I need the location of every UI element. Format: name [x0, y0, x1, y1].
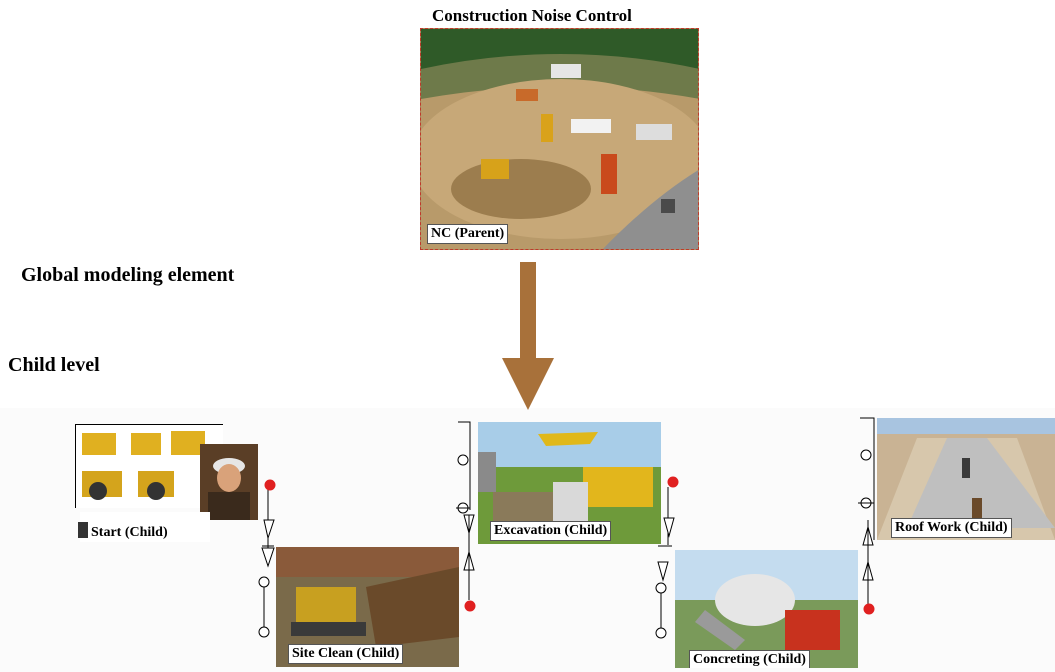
site-clean-photo[interactable]: Site Clean (Child)	[276, 547, 459, 667]
start-photo[interactable]	[75, 424, 223, 508]
child-level-label: Child level	[8, 354, 100, 376]
bulldozer-illustration	[276, 547, 459, 667]
roof-work-photo[interactable]: Roof Work (Child)	[877, 418, 1055, 540]
concrete-mixer-illustration	[675, 550, 858, 668]
equipment-catalog-illustration	[76, 425, 223, 508]
start-small-icon	[78, 522, 88, 538]
start-label-strip	[80, 512, 210, 542]
concreting-photo[interactable]: Concreting (Child)	[675, 550, 858, 668]
parent-photo[interactable]: NC (Parent)	[420, 28, 699, 250]
global-level-label: Global modeling element	[21, 264, 235, 286]
worker-illustration	[200, 444, 258, 520]
concreting-label: Concreting (Child)	[689, 650, 810, 668]
parent-title: Construction Noise Control	[432, 6, 632, 25]
down-arrow-icon	[502, 262, 554, 410]
parent-label: NC (Parent)	[427, 224, 509, 244]
excavation-label: Excavation (Child)	[490, 521, 612, 541]
roof-work-label: Roof Work (Child)	[891, 518, 1012, 538]
worker-photo	[200, 444, 258, 520]
excavation-photo[interactable]: Excavation (Child)	[478, 422, 661, 544]
site-clean-label: Site Clean (Child)	[288, 644, 404, 664]
start-label: Start (Child)	[91, 525, 168, 540]
construction-site-illustration	[421, 29, 698, 249]
